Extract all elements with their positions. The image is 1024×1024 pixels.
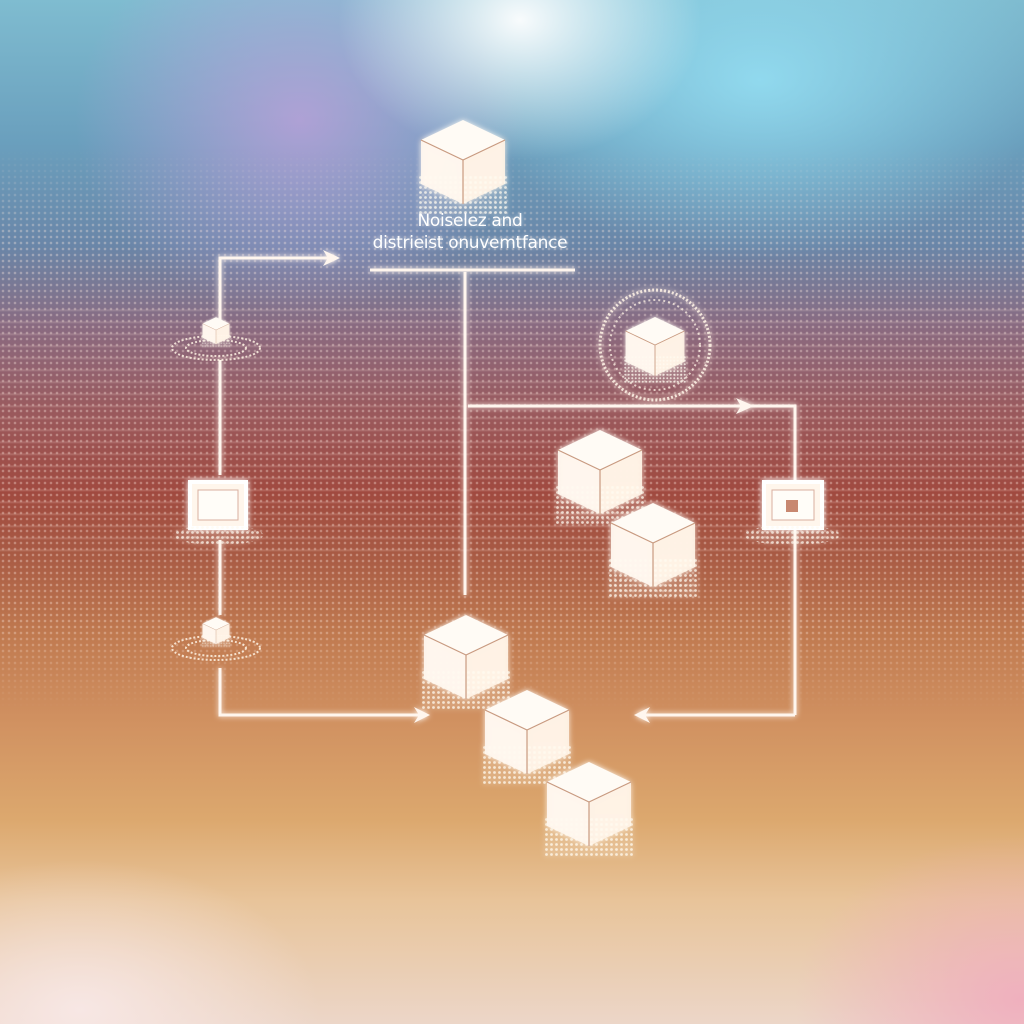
title-line-1: Noiselez and: [417, 211, 523, 231]
diagram-title: Noiselez and distrieist onuvemtfance: [340, 210, 600, 254]
arrow-right-icon: [736, 398, 754, 414]
left-frame-node: [173, 480, 263, 545]
mid-cube-1-icon: [553, 429, 647, 525]
spiral-cube-node: [598, 288, 712, 402]
left-upper-node: [171, 317, 261, 361]
connector-lines: [218, 256, 797, 717]
right-frame-node: [744, 480, 840, 545]
title-line-2: distrieist onuvemtfance: [372, 233, 568, 253]
top-cube-icon: [416, 119, 510, 215]
left-bottom-connector: [218, 668, 425, 717]
branch-connector: [468, 404, 797, 715]
arrow-right-icon: [414, 707, 430, 723]
small-cube-icon: [201, 617, 231, 648]
stair-cube-1-icon: [419, 614, 513, 710]
arrow-right-icon: [323, 250, 340, 266]
spiral-ring-icon: [598, 288, 712, 402]
arrow-left-icon: [634, 707, 650, 723]
left-top-connector: [218, 256, 335, 330]
small-cube-icon: [201, 317, 231, 348]
cube-icon: [622, 316, 688, 384]
left-lower-node: [171, 617, 261, 661]
